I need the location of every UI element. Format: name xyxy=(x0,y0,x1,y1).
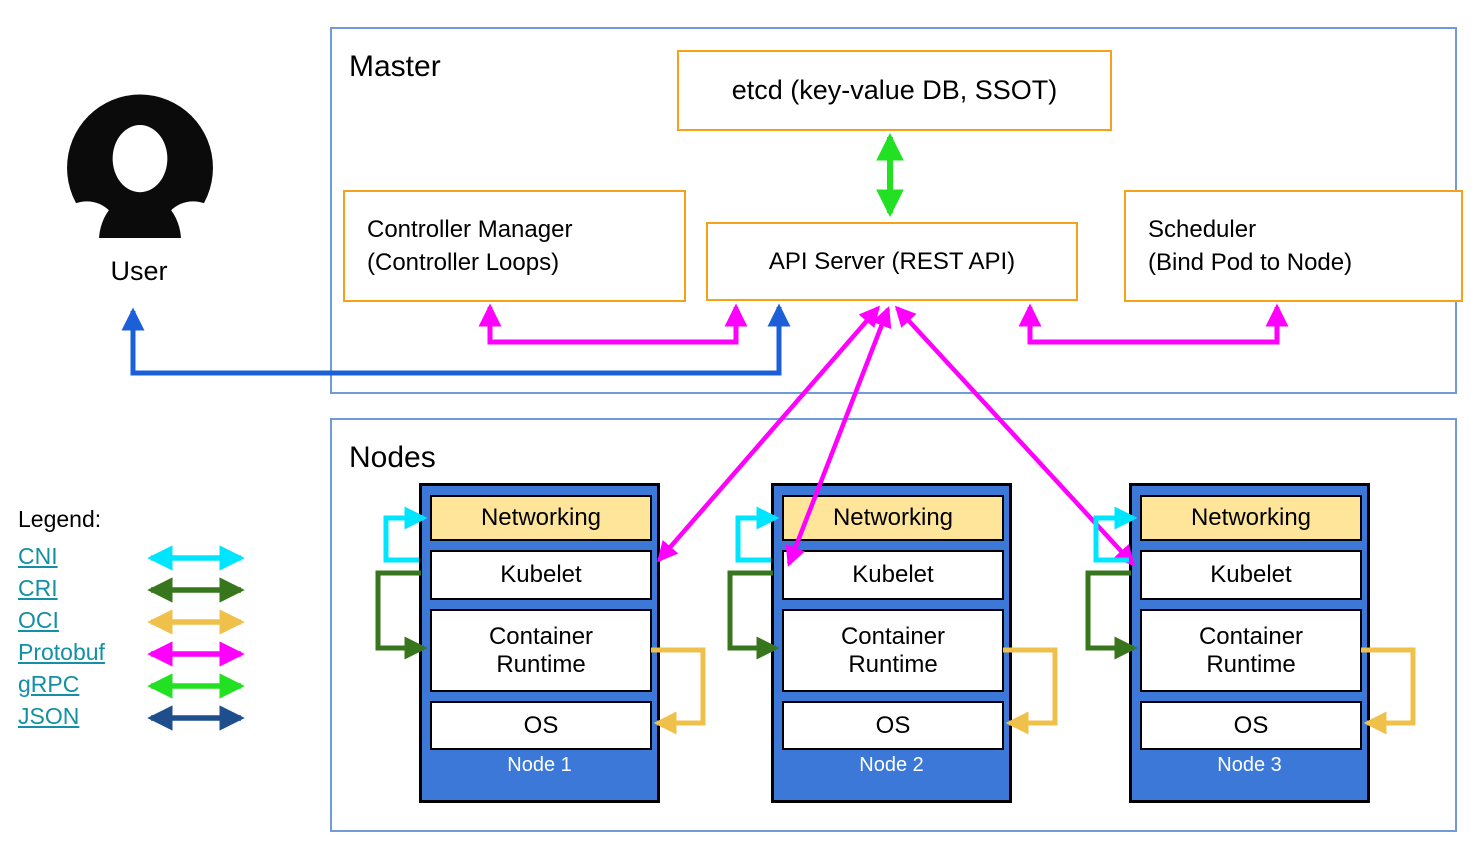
etcd-box: etcd (key-value DB, SSOT) xyxy=(677,50,1112,131)
node-3-container-runtime-label: Container Runtime xyxy=(1198,622,1304,678)
user-avatar-icon xyxy=(64,94,216,238)
api-server-label: API Server (REST API) xyxy=(768,248,1016,275)
node-1-os-label: OS xyxy=(523,711,559,739)
node-1-container-runtime-label: Container Runtime xyxy=(488,622,594,678)
node-2-name: Node 2 xyxy=(859,754,924,776)
node-3-name: Node 3 xyxy=(1217,754,1282,776)
node-2-kubelet-layer: Kubelet xyxy=(782,550,1004,600)
node-1-kubelet-label: Kubelet xyxy=(500,561,582,588)
node-3-container-runtime-layer: Container Runtime xyxy=(1140,609,1362,692)
node-1-os-layer: OS xyxy=(430,701,652,750)
legend-link-oci[interactable]: OCI xyxy=(18,607,59,633)
legend-link-cni[interactable]: CNI xyxy=(18,543,58,569)
node-1-networking-layer: Networking xyxy=(430,495,652,541)
node-2-kubelet-label: Kubelet xyxy=(852,561,934,588)
node-2-container-runtime-label: Container Runtime xyxy=(840,622,946,678)
node-2-os-layer: OS xyxy=(782,701,1004,750)
legend-link-grpc[interactable]: gRPC xyxy=(18,671,80,697)
node-3-kubelet-layer: Kubelet xyxy=(1140,550,1362,600)
scheduler-box: Scheduler (Bind Pod to Node) xyxy=(1124,190,1463,302)
scheduler-label-line2: (Bind Pod to Node) xyxy=(1148,249,1353,276)
etcd-label: etcd (key-value DB, SSOT) xyxy=(731,75,1058,105)
nodes-section-title: Nodes xyxy=(349,441,436,474)
scheduler-label-line1: Scheduler xyxy=(1148,216,1257,243)
node-1-box: Networking Kubelet Container Runtime OS … xyxy=(419,483,660,803)
node-2-os-label: OS xyxy=(875,711,911,739)
node-1-networking-label: Networking xyxy=(480,504,602,531)
controller-manager-box: Controller Manager (Controller Loops) xyxy=(343,190,686,302)
node-3-box: Networking Kubelet Container Runtime OS … xyxy=(1129,483,1370,803)
legend-link-protobuf[interactable]: Protobuf xyxy=(18,639,105,665)
node-2-networking-label: Networking xyxy=(832,504,954,531)
api-server-box: API Server (REST API) xyxy=(706,222,1078,301)
master-section-title: Master xyxy=(349,50,441,83)
node-3-networking-layer: Networking xyxy=(1140,495,1362,541)
node-3-networking-label: Networking xyxy=(1190,504,1312,531)
node-1-container-runtime-layer: Container Runtime xyxy=(430,609,652,692)
controller-manager-label-line1: Controller Manager xyxy=(367,216,573,243)
node-1-name: Node 1 xyxy=(507,754,572,776)
node-2-networking-layer: Networking xyxy=(782,495,1004,541)
node-3-os-layer: OS xyxy=(1140,701,1362,750)
legend-link-json[interactable]: JSON xyxy=(18,703,80,729)
legend: Legend: CNI CRI OCI Protobuf gRPC JSON xyxy=(18,506,105,733)
node-2-box: Networking Kubelet Container Runtime OS … xyxy=(771,483,1012,803)
node-1-kubelet-layer: Kubelet xyxy=(430,550,652,600)
controller-manager-label-line2: (Controller Loops) xyxy=(367,249,560,276)
user-label: User xyxy=(110,256,168,286)
node-3-os-label: OS xyxy=(1233,711,1269,739)
node-3-kubelet-label: Kubelet xyxy=(1210,561,1292,588)
node-2-container-runtime-layer: Container Runtime xyxy=(782,609,1004,692)
legend-link-cri[interactable]: CRI xyxy=(18,575,58,601)
legend-title: Legend: xyxy=(18,506,102,532)
